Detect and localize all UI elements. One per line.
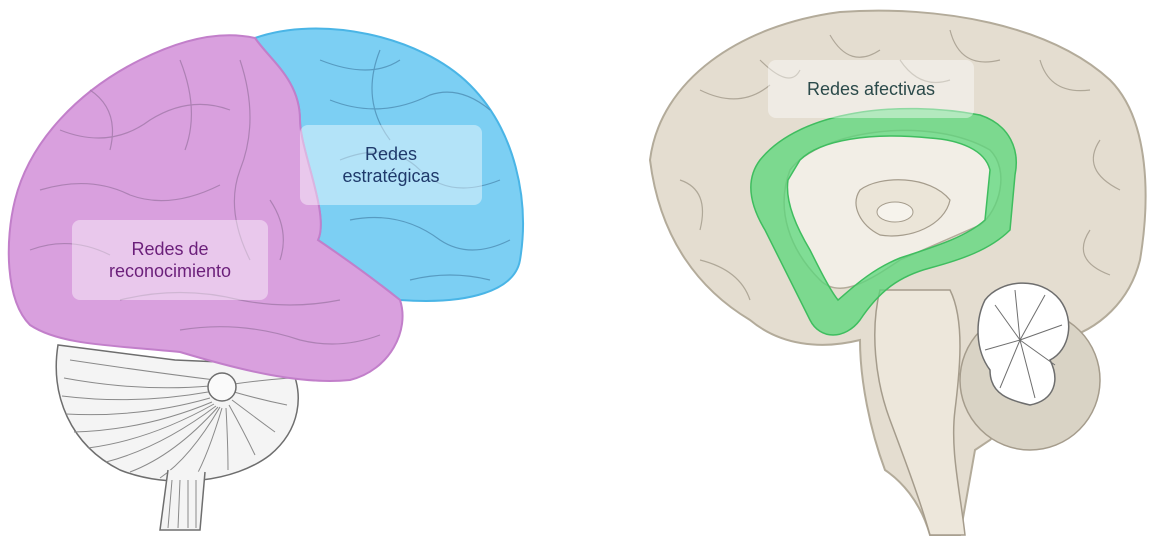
recognition-label-line1: Redes de bbox=[109, 238, 231, 260]
recognition-label-line2: reconocimiento bbox=[109, 260, 231, 282]
strategic-label: Redes estratégicas bbox=[300, 125, 482, 205]
strategic-label-line1: Redes bbox=[342, 143, 439, 165]
recognition-label: Redes de reconocimiento bbox=[72, 220, 268, 300]
affective-label-text: Redes afectivas bbox=[807, 78, 935, 100]
affective-label: Redes afectivas bbox=[768, 60, 974, 118]
strategic-label-line2: estratégicas bbox=[342, 165, 439, 187]
